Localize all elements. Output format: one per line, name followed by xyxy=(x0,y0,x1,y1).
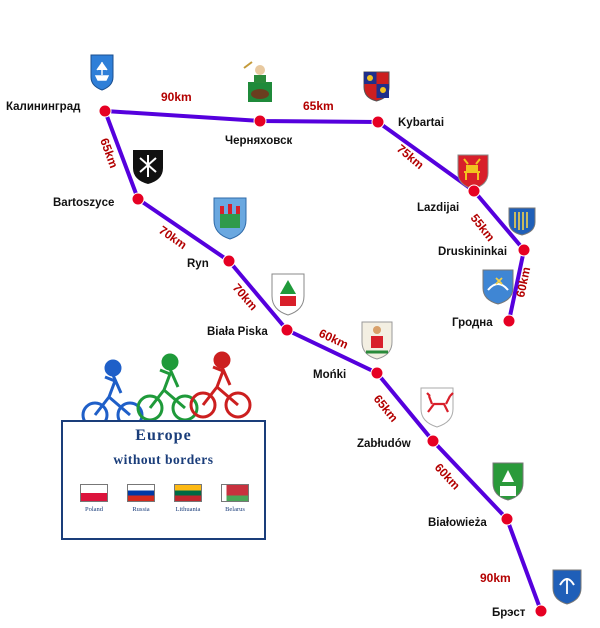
legend-country-name: Poland xyxy=(84,506,104,513)
legend-title-line2: without borders xyxy=(113,452,214,467)
city-dot xyxy=(222,254,236,268)
city-label-chernyakhovsk: Черняховск xyxy=(225,135,292,147)
poland-flag-icon xyxy=(80,484,108,502)
city-label-grodno: Гродна xyxy=(452,317,493,329)
distance-label: 65km xyxy=(303,99,334,113)
coat-of-arms-grodno-icon xyxy=(482,269,514,305)
coat-of-arms-bartoszyce-icon xyxy=(133,150,163,184)
city-label-monki: Mońki xyxy=(313,369,346,381)
coat-of-arms-lazdijai-icon xyxy=(457,154,489,190)
legend-item-lithuania: Lithuania xyxy=(165,484,211,513)
route-segment-main xyxy=(103,109,543,613)
city-dot xyxy=(98,104,112,118)
city-dot xyxy=(370,366,384,380)
city-labels: Калининград Черняховск Kybartai Lazdijai… xyxy=(6,101,526,619)
legend-country-name: Lithuania xyxy=(175,506,201,513)
legend-box: Europe without borders Poland Russia Lit… xyxy=(61,420,266,540)
legend-item-belarus: Belarus xyxy=(212,484,258,513)
city-label-ryn: Ryn xyxy=(187,258,209,270)
coat-of-arms-kaliningrad-icon xyxy=(90,54,114,91)
city-label-brest: Брэст xyxy=(492,607,526,619)
coat-of-arms-bialowieza-icon xyxy=(492,462,524,501)
city-dot xyxy=(517,243,531,257)
city-label-bartoszyce: Bartoszyce xyxy=(53,197,114,209)
city-dots xyxy=(98,104,548,618)
coat-of-arms-chernyakhovsk-icon xyxy=(243,61,272,102)
distance-label: 70km xyxy=(230,281,261,313)
legend-country-name: Belarus xyxy=(225,506,245,513)
route-lines xyxy=(103,109,543,613)
lithuania-flag-icon xyxy=(174,484,202,502)
belarus-flag-icon xyxy=(221,484,249,502)
city-label-bialowieza: Białowieża xyxy=(428,517,487,529)
legend-country-name: Russia xyxy=(132,506,150,513)
city-dot xyxy=(371,115,385,129)
distance-label: 90km xyxy=(480,571,511,585)
city-dot xyxy=(500,512,514,526)
coat-of-arms-zabludow-icon xyxy=(420,387,454,428)
city-dot xyxy=(426,434,440,448)
city-dot xyxy=(280,323,294,337)
coat-of-arms-kybartai-icon xyxy=(363,71,390,102)
legend-title-line1: Europe xyxy=(135,427,192,444)
legend-item-russia: Russia xyxy=(118,484,164,513)
city-dot xyxy=(534,604,548,618)
city-label-zabludow: Zabłudów xyxy=(357,438,411,450)
city-label-kaliningrad: Калининград xyxy=(6,101,81,113)
city-label-kybartai: Kybartai xyxy=(398,117,444,129)
coat-of-arms-monki-icon xyxy=(361,321,393,360)
city-dot xyxy=(502,314,516,328)
route-segment-north xyxy=(103,109,527,323)
coat-of-arms-druskininkai-icon xyxy=(508,207,536,236)
coat-of-arms-biala-piska-icon xyxy=(271,273,305,316)
cyclists-illustration xyxy=(81,351,252,429)
city-label-lazdijai: Lazdijai xyxy=(417,202,459,214)
city-dot xyxy=(253,114,267,128)
city-label-biala-piska: Biała Piska xyxy=(207,326,268,338)
coat-of-arms-ryn-icon xyxy=(213,197,247,240)
russia-flag-icon xyxy=(127,484,155,502)
distance-label: 70km xyxy=(156,223,189,252)
coat-of-arms-brest-icon xyxy=(552,569,582,605)
distance-label: 60km xyxy=(513,266,533,299)
city-dot xyxy=(467,184,481,198)
city-dot xyxy=(131,192,145,206)
legend-item-poland: Poland xyxy=(71,484,117,513)
city-label-druskininkai: Druskininkai xyxy=(438,246,507,258)
distance-label: 90km xyxy=(161,90,192,104)
